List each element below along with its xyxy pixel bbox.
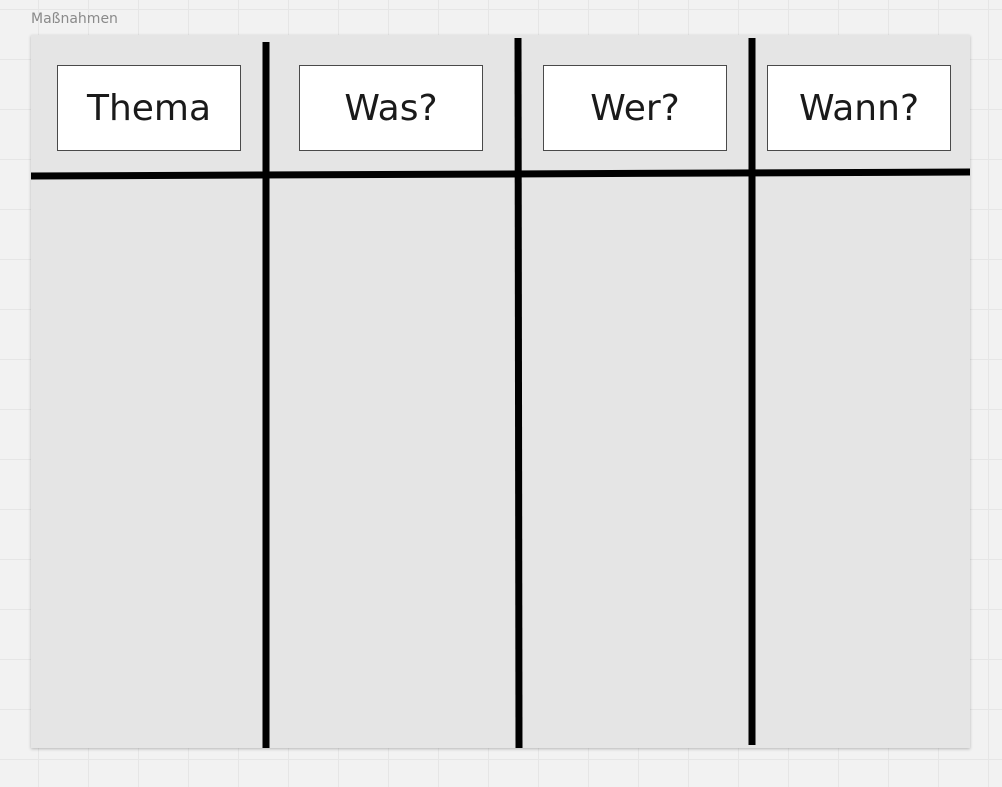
column-header-was[interactable]: Was? (299, 65, 483, 151)
board-frame[interactable] (31, 35, 970, 748)
frame-title[interactable]: Maßnahmen (31, 11, 118, 27)
column-header-wer[interactable]: Wer? (543, 65, 727, 151)
column-header-wann[interactable]: Wann? (767, 65, 951, 151)
column-header-thema[interactable]: Thema (57, 65, 241, 151)
